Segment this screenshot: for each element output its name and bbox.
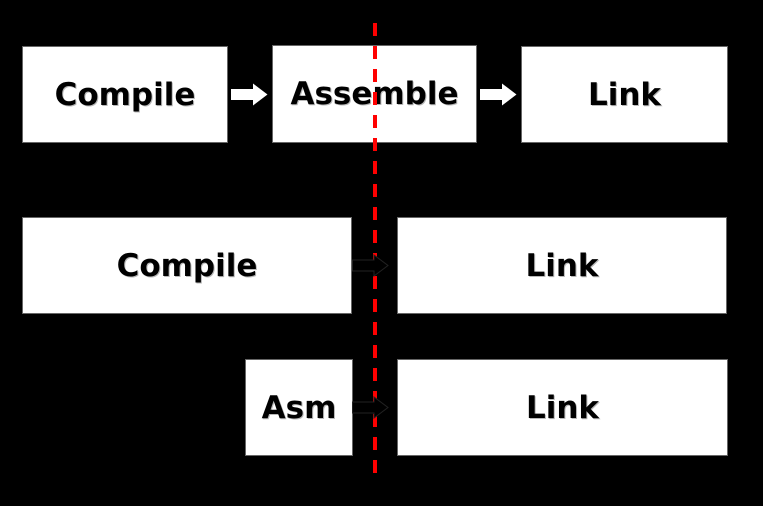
box-link-bottom: Link [397, 359, 728, 456]
box-asm: Asm [245, 359, 353, 456]
box-label: Compile [54, 76, 196, 113]
right-arrow-icon [480, 83, 517, 106]
box-label: Link [525, 247, 599, 284]
box-link-mid: Link [397, 217, 727, 314]
box-compile-top: Compile [22, 46, 228, 143]
dashed-divider-line [373, 23, 377, 478]
box-label: Compile [116, 247, 258, 284]
right-arrow-icon [231, 83, 268, 106]
box-compile-mid: Compile [22, 217, 352, 314]
hidden-right-arrow-icon [352, 396, 389, 419]
box-link-top: Link [521, 46, 728, 143]
box-label: Link [587, 76, 662, 113]
hidden-right-arrow-icon [352, 254, 389, 277]
box-label: Link [525, 389, 600, 426]
box-label: Asm [261, 389, 337, 426]
